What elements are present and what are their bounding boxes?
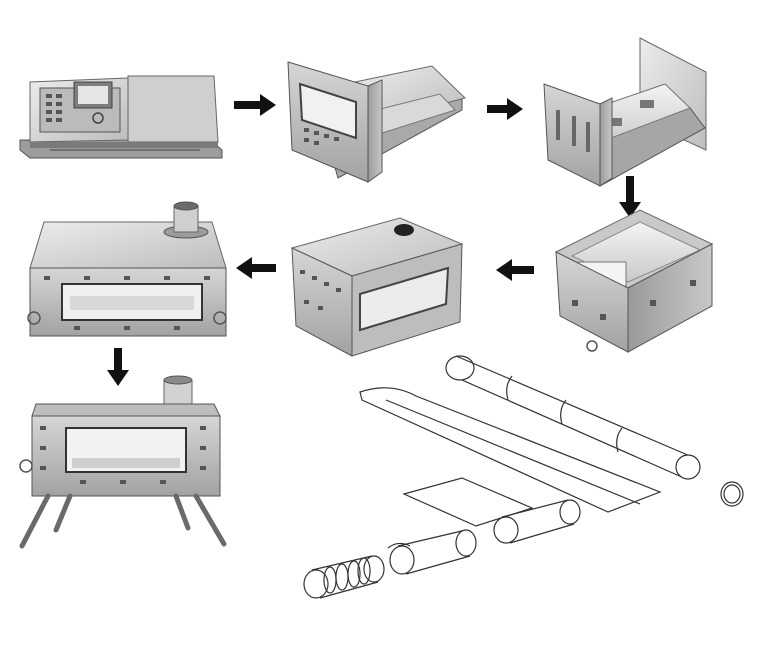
step-4-open-box	[554, 209, 714, 353]
arrow-down-1	[619, 176, 641, 218]
chimney-part-medium-pipe	[493, 499, 581, 544]
chimney-part-spring-coil	[303, 555, 385, 599]
stove-legs	[19, 493, 227, 549]
step-3-back-raised	[543, 37, 707, 187]
chimney-part-curved-sheet	[359, 387, 662, 513]
arrow-right-1	[234, 94, 276, 116]
step-1-folded-stove	[19, 75, 223, 159]
chimney-parts	[303, 355, 744, 599]
chimney-part-long-rolled-pipe	[445, 355, 701, 480]
step-6-assembled-stove	[27, 201, 227, 337]
arrow-down-2	[107, 348, 129, 386]
chimney-part-ring-clamp	[720, 481, 744, 507]
step-5-box-with-top	[290, 217, 464, 357]
chimney-collar	[163, 201, 209, 239]
chimney-part-short-pipe	[387, 529, 477, 575]
arrow-left-2	[236, 257, 276, 279]
chimney-part-small-sheet	[402, 477, 534, 527]
arrow-left-1	[496, 259, 534, 281]
step-7-standing-stove	[19, 375, 227, 549]
arrow-right-2	[487, 98, 523, 120]
step-2-front-raised	[287, 61, 466, 183]
